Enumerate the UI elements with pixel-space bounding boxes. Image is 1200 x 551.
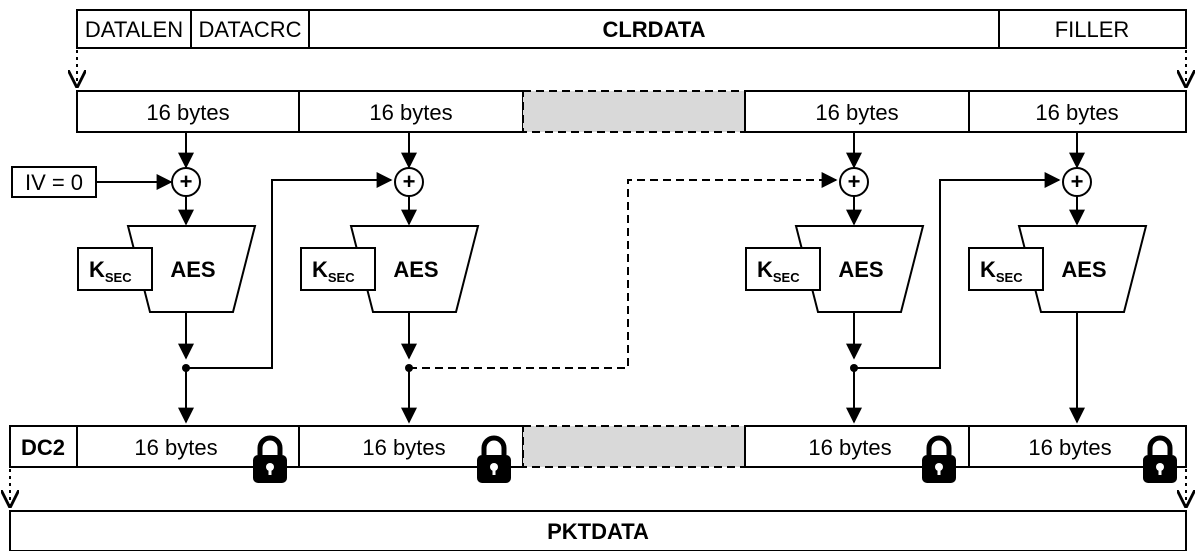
pktdata-label: PKTDATA <box>547 519 649 544</box>
aes-label-2: AES <box>393 257 438 282</box>
chain-arrow-1-icon <box>186 172 393 369</box>
padlock-icon <box>477 435 511 483</box>
chain-arrow-3-icon <box>854 172 1061 369</box>
plaintext-row: 16 bytes 16 bytes 16 bytes 16 bytes <box>76 90 1187 133</box>
key-label-1: KSEC <box>89 257 132 285</box>
key-box-3 <box>745 247 821 291</box>
key-label-3: KSEC <box>757 257 800 285</box>
plaintext-block-4-label: 16 bytes <box>1035 100 1118 125</box>
ciphertext-block-4-label: 16 bytes <box>1028 435 1111 460</box>
chain-arrow-dashed-icon <box>409 172 838 369</box>
datalen-field <box>76 9 192 49</box>
ciphertext-block-3-label: 16 bytes <box>808 435 891 460</box>
plaintext-block-4 <box>968 90 1187 133</box>
plaintext-block-2 <box>298 90 524 133</box>
key-box-1 <box>77 247 153 291</box>
xor-symbol: + <box>180 169 193 194</box>
iv-label: IV = 0 <box>25 170 83 195</box>
filler-label: FILLER <box>1055 17 1130 42</box>
ciphertext-gap-block <box>522 425 746 468</box>
datalen-label: DATALEN <box>85 17 183 42</box>
dc2-prefix-label: DC2 <box>21 435 65 460</box>
key-label-2: KSEC <box>312 257 355 285</box>
filler-field <box>998 9 1187 49</box>
plaintext-block-1-label: 16 bytes <box>146 100 229 125</box>
padlock-icon <box>922 435 956 483</box>
stage-4: + AES KSEC <box>968 132 1148 424</box>
stage-1: + AES KSEC <box>77 132 393 424</box>
clrdata-label: CLRDATA <box>602 17 705 42</box>
pktdata-field <box>9 510 1187 551</box>
aes-label-3: AES <box>838 257 883 282</box>
xor-symbol: + <box>848 169 861 194</box>
xor-symbol: + <box>403 169 416 194</box>
ciphertext-block-1-label: 16 bytes <box>134 435 217 460</box>
header-row: DATALEN DATACRC CLRDATA FILLER <box>76 9 1187 49</box>
plaintext-block-3-label: 16 bytes <box>815 100 898 125</box>
plaintext-gap-block <box>522 90 746 133</box>
aes-label-4: AES <box>1061 257 1106 282</box>
padlock-icon <box>1143 435 1177 483</box>
datacrc-field <box>190 9 310 49</box>
datacrc-label: DATACRC <box>198 17 301 42</box>
ciphertext-row: DC2 16 bytes 16 bytes 16 bytes 16 bytes <box>9 425 1187 468</box>
xor-symbol: + <box>1071 169 1084 194</box>
key-box-4 <box>968 247 1044 291</box>
plaintext-block-2-label: 16 bytes <box>369 100 452 125</box>
stage-3: + AES KSEC <box>745 132 1061 424</box>
aes-label-1: AES <box>170 257 215 282</box>
key-label-4: KSEC <box>980 257 1023 285</box>
clrdata-field <box>308 9 1000 49</box>
padlock-icon <box>253 435 287 483</box>
stage-2: + AES KSEC <box>300 132 838 424</box>
key-box-2 <box>300 247 376 291</box>
ciphertext-block-2-label: 16 bytes <box>362 435 445 460</box>
